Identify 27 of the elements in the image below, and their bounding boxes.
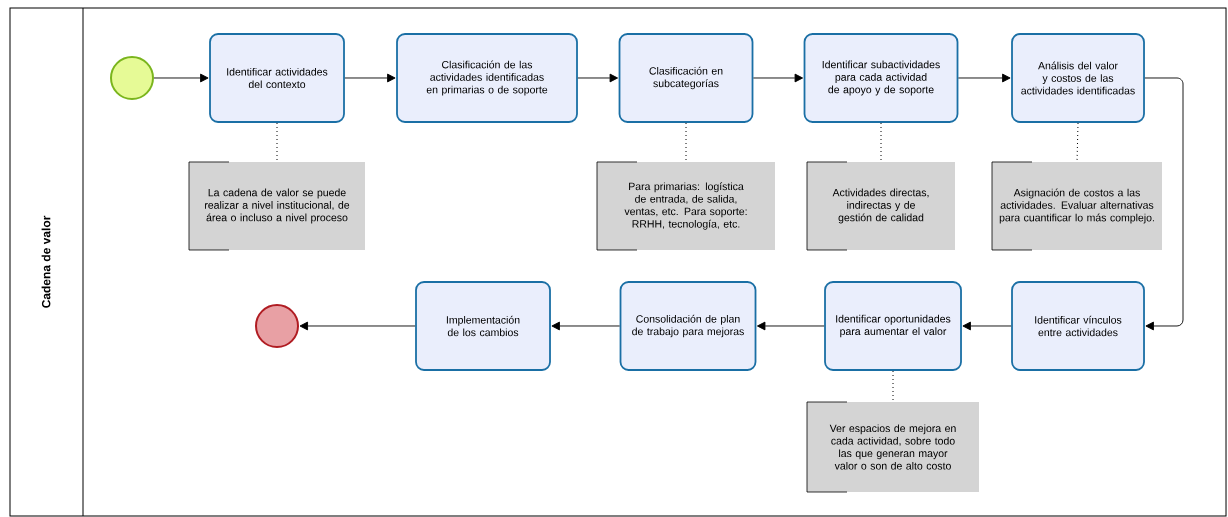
arrow <box>752 73 804 83</box>
arrow <box>756 321 825 331</box>
arrow <box>551 321 621 331</box>
lane-title: Cadena de valor <box>41 215 51 308</box>
annotation-box: Asignación de costos a las actividades. Evaluar alternativas para cuantificar lo más complejo. <box>991 161 1162 251</box>
task-box: Implementación de los cambios <box>415 281 551 371</box>
task-box: Clasificación en subcategorías <box>618 33 754 123</box>
arrow <box>957 73 1011 83</box>
task-box: Identificar vínculos entre actividades <box>1011 281 1145 371</box>
task-box: Identificar subactividades para cada actividad de apoyo y de soporte <box>803 33 959 123</box>
task-box: Identificar actividades del contexto <box>209 33 345 123</box>
arrow <box>962 321 1012 331</box>
arrow <box>344 73 396 83</box>
annotation-box: Para primarias: logística de entrada, de salida, ventas, etc. Para soporte: RRHH, tecnología, etc. <box>596 161 775 251</box>
annotation-box: Ver espacios de mejora en cada actividad, sobre todo las que generan mayor valor o son de alto costo <box>806 401 979 493</box>
arrow <box>299 321 416 331</box>
annotation-box: Actividades directas, indirectas y de gestión de calidad <box>806 161 955 251</box>
arrow <box>577 73 619 83</box>
start-event-circle <box>110 56 154 100</box>
arrow <box>1144 77 1184 331</box>
task-box: Consolidación de plan de trabajo para mejoras <box>619 281 757 371</box>
annotation-box: La cadena de valor se puede realizar a nivel institucional, de área o incluso a nivel proceso <box>188 161 365 251</box>
task-box: Clasificación de las actividades identificadas en primarias o de soporte <box>396 33 578 123</box>
task-box: Análisis del valor y costos de las actividades identificadas <box>1011 33 1145 123</box>
end-event-circle <box>255 304 299 348</box>
task-box: Identificar oportunidades para aumentar el valor <box>824 281 962 371</box>
arrow <box>153 73 209 83</box>
